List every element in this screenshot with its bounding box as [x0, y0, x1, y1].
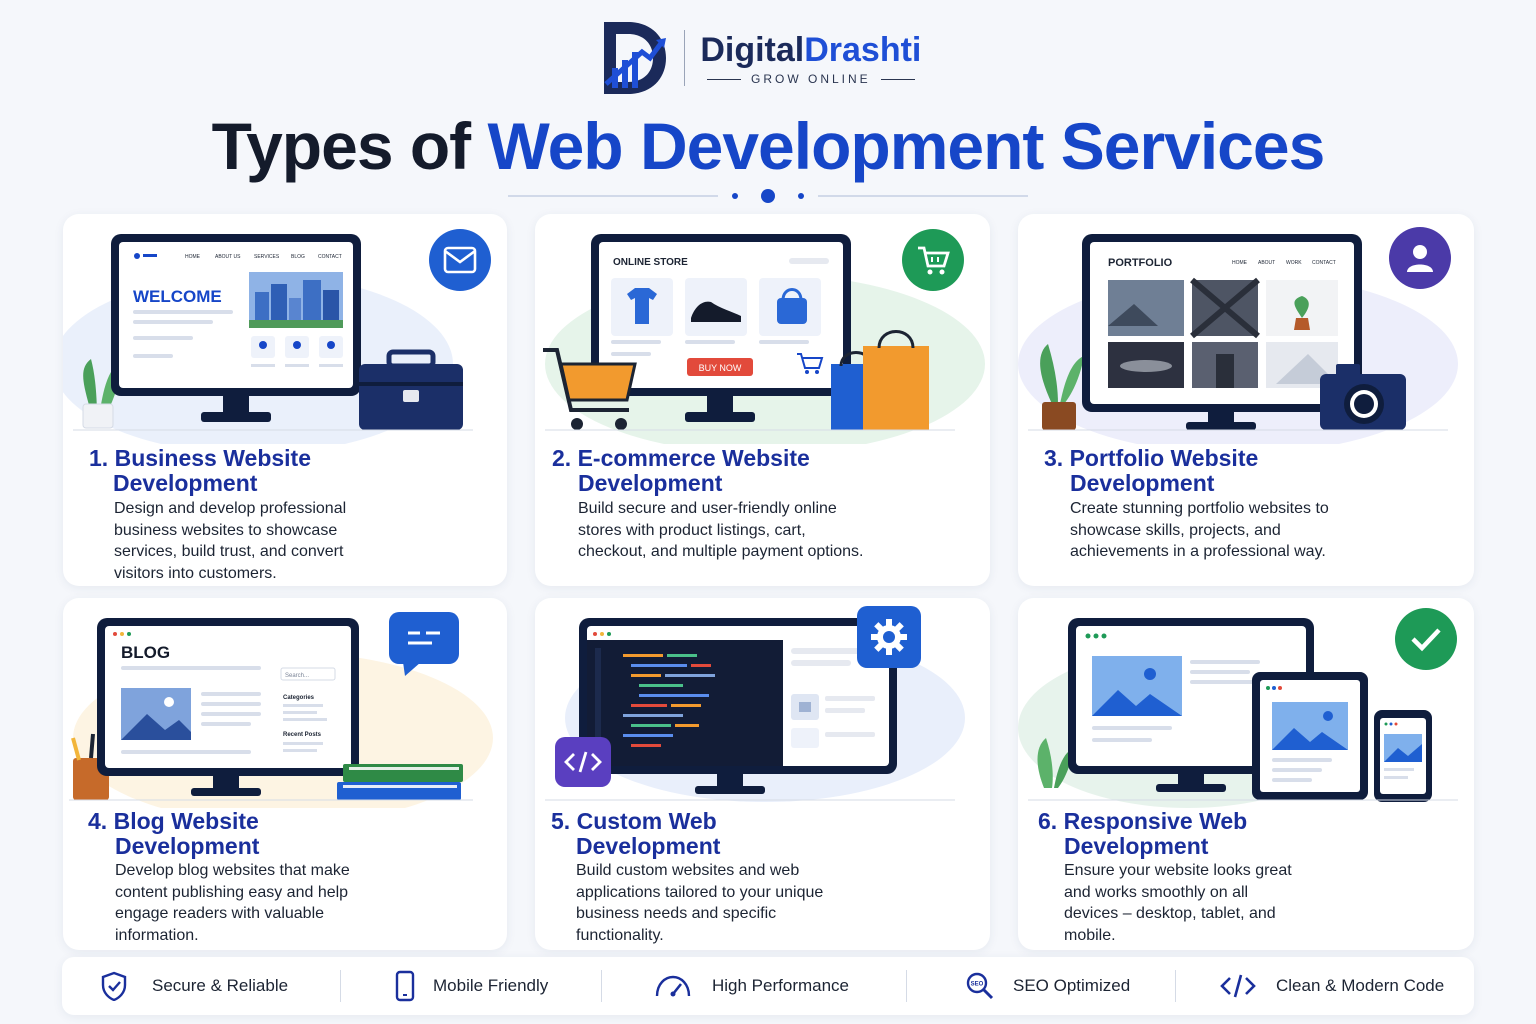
- custom-web-illustration: [545, 618, 965, 802]
- svg-text:CONTACT: CONTACT: [1312, 260, 1336, 266]
- chat-bubble-tail: [403, 662, 421, 676]
- brand-lockup: DigitalDrashti GROW ONLINE: [598, 16, 925, 100]
- features-bar: Secure & Reliable Mobile Friendly High P…: [62, 957, 1474, 1015]
- card-portfolio-website: PORTFOLIO HOME ABOUT WORK CONTACT 3. Por…: [1018, 214, 1474, 586]
- feature-label: High Performance: [712, 976, 850, 995]
- check-icon: [1395, 608, 1457, 670]
- shield-check-icon: [101, 971, 127, 1001]
- feature-label: SEO Optimized: [1013, 976, 1131, 995]
- mockup-search-field: Search...: [285, 673, 309, 679]
- feature-secure: Secure & Reliable: [62, 957, 340, 1015]
- user-icon: [1389, 227, 1451, 289]
- email-icon: [429, 229, 491, 291]
- svg-text:SEO: SEO: [971, 982, 984, 988]
- search-seo-icon: SEO: [966, 972, 994, 1000]
- mobile-icon: [395, 970, 415, 1002]
- mockup-portfolio-label: PORTFOLIO: [1108, 257, 1173, 269]
- brand-separator: [684, 30, 685, 86]
- card-ecommerce-website: ONLINE STORE BUY NOW 2. E-commerce Websi…: [535, 214, 990, 586]
- card-description: Build custom websites and web applicatio…: [576, 862, 824, 944]
- feature-label: Clean & Modern Code: [1276, 976, 1445, 995]
- mockup-nav-contact: CONTACT: [318, 254, 342, 260]
- mockup-nav-blog: BLOG: [291, 254, 305, 260]
- mockup-nav-services: SERVICES: [254, 254, 280, 260]
- cart-icon: [902, 229, 964, 291]
- mockup-welcome: WELCOME: [133, 287, 222, 306]
- mockup-blog-label: BLOG: [121, 643, 170, 662]
- feature-label: Mobile Friendly: [433, 976, 549, 995]
- card-description: Design and develop professional business…: [114, 500, 347, 582]
- brand-name: DigitalDrashti: [700, 31, 922, 69]
- page-title: Types of Web Development Services: [211, 109, 1326, 183]
- feature-performance: High Performance: [602, 957, 906, 1015]
- blog-illustration: BLOG Search... Categories Recent Posts: [69, 618, 493, 808]
- card-business-website: HOME ABOUT US SERVICES BLOG CONTACT WELC…: [63, 214, 507, 586]
- buy-now-button[interactable]: BUY NOW: [699, 363, 742, 373]
- code-icon: [1220, 974, 1256, 998]
- speedometer-icon: [655, 975, 691, 997]
- svg-text:Recent Posts: Recent Posts: [283, 732, 322, 738]
- card-description: Create stunning portfolio websites to sh…: [1070, 500, 1329, 560]
- feature-mobile: Mobile Friendly: [341, 957, 601, 1015]
- brand-d-arrow-logo: [604, 22, 666, 94]
- business-website-illustration: HOME ABOUT US SERVICES BLOG CONTACT WELC…: [63, 234, 473, 444]
- feature-seo: SEO SEO Optimized: [907, 957, 1175, 1015]
- ecommerce-illustration: ONLINE STORE BUY NOW: [543, 234, 985, 444]
- title-divider: [508, 189, 1028, 203]
- mockup-nav-about: ABOUT US: [215, 254, 241, 260]
- svg-text:WORK: WORK: [1286, 260, 1302, 266]
- svg-text:Categories: Categories: [283, 695, 315, 701]
- brand-tagline: GROW ONLINE: [697, 72, 925, 86]
- card-description: Ensure your website looks great and work…: [1064, 862, 1292, 944]
- feature-label: Secure & Reliable: [152, 976, 289, 995]
- gear-icon: [857, 606, 921, 668]
- card-description: Develop blog websites that make content …: [115, 862, 350, 944]
- chat-icon: [389, 612, 459, 664]
- mockup-store-label: ONLINE STORE: [613, 257, 688, 268]
- portfolio-illustration: PORTFOLIO HOME ABOUT WORK CONTACT: [1018, 234, 1458, 444]
- code-tag-icon: [555, 737, 611, 787]
- card-blog-website: BLOG Search... Categories Recent Posts 4…: [63, 598, 507, 950]
- svg-text:HOME: HOME: [1232, 260, 1248, 266]
- card-description: Build secure and user-friendly online st…: [578, 500, 864, 560]
- feature-clean-code: Clean & Modern Code: [1176, 957, 1472, 1015]
- svg-text:ABOUT: ABOUT: [1258, 260, 1275, 266]
- responsive-web-illustration: [1018, 618, 1458, 808]
- mockup-nav-home: HOME: [185, 254, 201, 260]
